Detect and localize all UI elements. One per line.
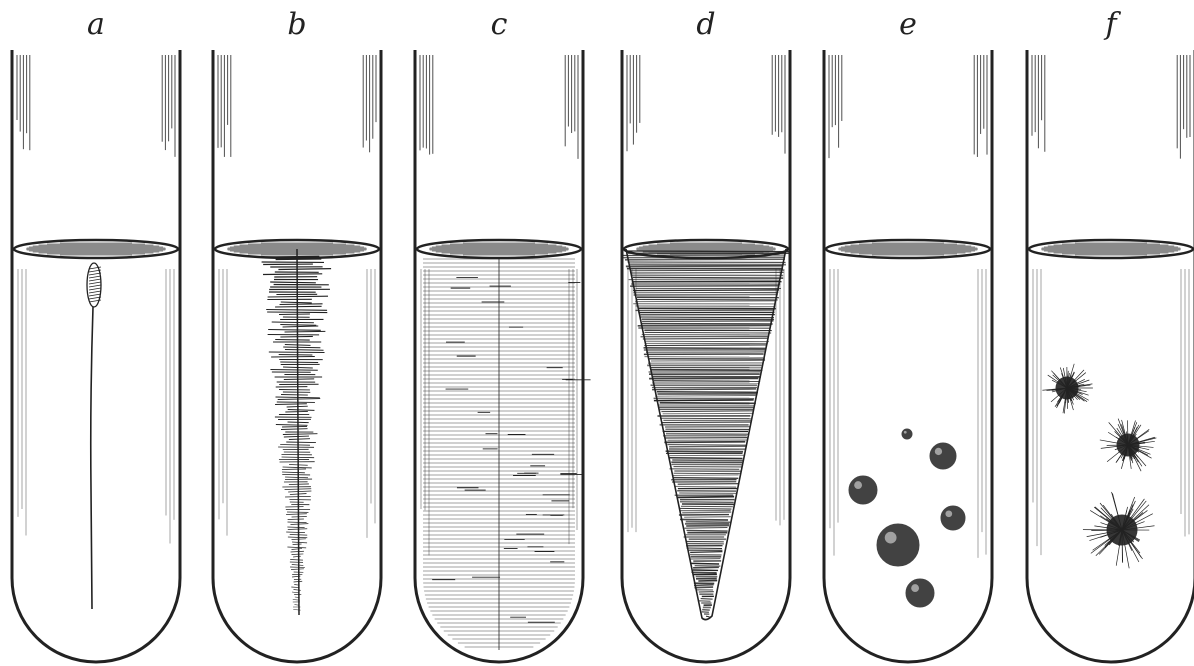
growth-filiform bbox=[87, 263, 101, 609]
test-tube-c: c bbox=[415, 7, 591, 662]
tube-label-e: e bbox=[899, 7, 917, 42]
liquid-surface bbox=[14, 240, 178, 258]
glass-shading bbox=[17, 55, 175, 543]
growth-uniform bbox=[423, 259, 591, 650]
tube-label-c: c bbox=[491, 7, 508, 42]
tube-label-f: f bbox=[1103, 7, 1121, 42]
growth-arborescent bbox=[262, 249, 331, 615]
tube-outline bbox=[824, 50, 992, 662]
tube-label-a: a bbox=[87, 7, 105, 42]
liquid-surface bbox=[826, 240, 990, 258]
growth-infundibuliform bbox=[623, 249, 789, 620]
tube-label-b: b bbox=[287, 7, 306, 42]
liquid-surface bbox=[417, 240, 581, 258]
test-tube-a: a bbox=[12, 7, 180, 662]
tubes-layer: a b c d e f bbox=[12, 7, 1194, 662]
tube-label-d: d bbox=[696, 7, 715, 42]
test-tube-f: f bbox=[1027, 7, 1194, 662]
tube-outline bbox=[1027, 50, 1194, 662]
growth-globular-colonies bbox=[849, 429, 965, 607]
glass-shading bbox=[1032, 55, 1190, 555]
test-tube-d: d bbox=[622, 7, 790, 662]
growth-radiate-colonies bbox=[1042, 364, 1156, 568]
test-tube-b: b bbox=[213, 7, 381, 662]
tube-outline bbox=[12, 50, 180, 662]
test-tube-e: e bbox=[824, 7, 992, 662]
liquid-surface bbox=[1029, 240, 1193, 258]
